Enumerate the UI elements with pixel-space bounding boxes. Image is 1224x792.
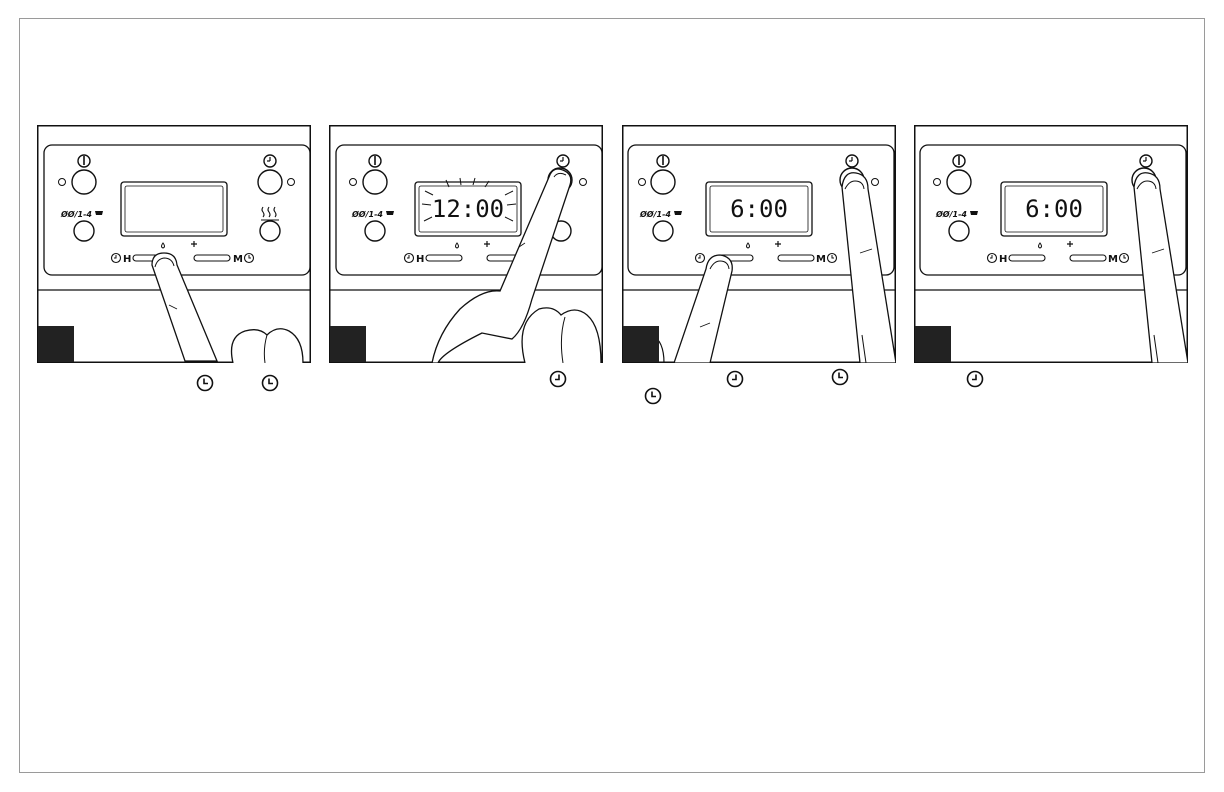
program-indicator-light bbox=[580, 179, 587, 186]
step-number-box bbox=[915, 326, 951, 362]
step-number-box bbox=[623, 326, 659, 362]
power-button[interactable] bbox=[651, 170, 675, 194]
minute-label: M bbox=[233, 254, 243, 265]
power-indicator-light bbox=[350, 179, 357, 186]
power-button[interactable] bbox=[72, 170, 96, 194]
clock-icon bbox=[830, 367, 850, 387]
step-number-box bbox=[38, 326, 74, 362]
minute-button[interactable] bbox=[194, 255, 230, 261]
strength-button[interactable] bbox=[653, 221, 673, 241]
program-clock-icon bbox=[725, 369, 745, 389]
lcd-display bbox=[121, 182, 227, 236]
minute-label: M bbox=[816, 254, 826, 265]
strength-label: ØØ/1-4 bbox=[351, 209, 383, 219]
strength-label: ØØ/1-4 bbox=[639, 209, 671, 219]
clock-icon bbox=[260, 373, 280, 393]
strength-button[interactable] bbox=[365, 221, 385, 241]
cup-icon bbox=[970, 211, 978, 215]
power-indicator-light bbox=[639, 179, 646, 186]
minute-button[interactable] bbox=[1070, 255, 1106, 261]
display-time: 6:00 bbox=[730, 195, 788, 223]
minute-label: M bbox=[1108, 254, 1118, 265]
cup-icon bbox=[386, 211, 394, 215]
program-indicator-light bbox=[288, 179, 295, 186]
display-time: 12:00 bbox=[432, 195, 504, 223]
power-indicator-light bbox=[934, 179, 941, 186]
strength-button[interactable] bbox=[949, 221, 969, 241]
power-button[interactable] bbox=[947, 170, 971, 194]
power-button[interactable] bbox=[363, 170, 387, 194]
strength-button[interactable] bbox=[74, 221, 94, 241]
program-indicator-light bbox=[872, 179, 879, 186]
step-number-box bbox=[330, 326, 366, 362]
hour-label: H bbox=[999, 254, 1007, 265]
hour-button[interactable] bbox=[426, 255, 462, 261]
illustration-panel-4: 6:00 ØØ/1-4 H M bbox=[914, 125, 1188, 363]
clock-icon bbox=[643, 386, 663, 406]
minute-button[interactable] bbox=[778, 255, 814, 261]
hour-label: H bbox=[416, 254, 424, 265]
strength-label: ØØ/1-4 bbox=[60, 209, 92, 219]
hour-button[interactable] bbox=[1009, 255, 1045, 261]
hour-label: H bbox=[123, 254, 131, 265]
cup-icon bbox=[674, 211, 682, 215]
program-clock-icon bbox=[548, 369, 568, 389]
illustration-panel-1: ØØ/1-4 H M bbox=[37, 125, 311, 363]
clock-icon bbox=[195, 373, 215, 393]
keep-warm-button[interactable] bbox=[260, 221, 280, 241]
power-indicator-light bbox=[59, 179, 66, 186]
program-clock-icon bbox=[965, 369, 985, 389]
illustration-panel-2: 12:00 ØØ/1-4 H bbox=[329, 125, 603, 363]
hand-knuckles bbox=[232, 329, 304, 363]
program-button[interactable] bbox=[258, 170, 282, 194]
illustration-panel-3: 6:00 ØØ/1-4 M bbox=[622, 125, 896, 363]
strength-label: ØØ/1-4 bbox=[935, 209, 967, 219]
cup-icon bbox=[95, 211, 103, 215]
display-time: 6:00 bbox=[1025, 195, 1083, 223]
